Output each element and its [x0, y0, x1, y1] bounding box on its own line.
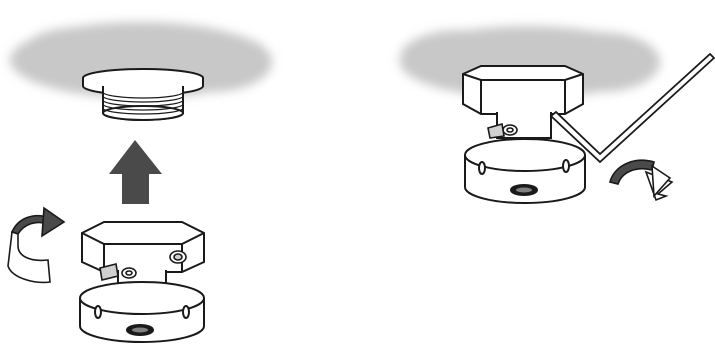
- rotate-arrow-icon: [610, 160, 672, 200]
- base-puck-icon: [465, 139, 585, 203]
- step-1-panel: [8, 22, 272, 342]
- step-2-panel: [400, 26, 714, 203]
- rotate-arrow-icon: [8, 208, 64, 282]
- base-puck-icon: [80, 282, 204, 342]
- up-arrow-icon: [109, 140, 162, 204]
